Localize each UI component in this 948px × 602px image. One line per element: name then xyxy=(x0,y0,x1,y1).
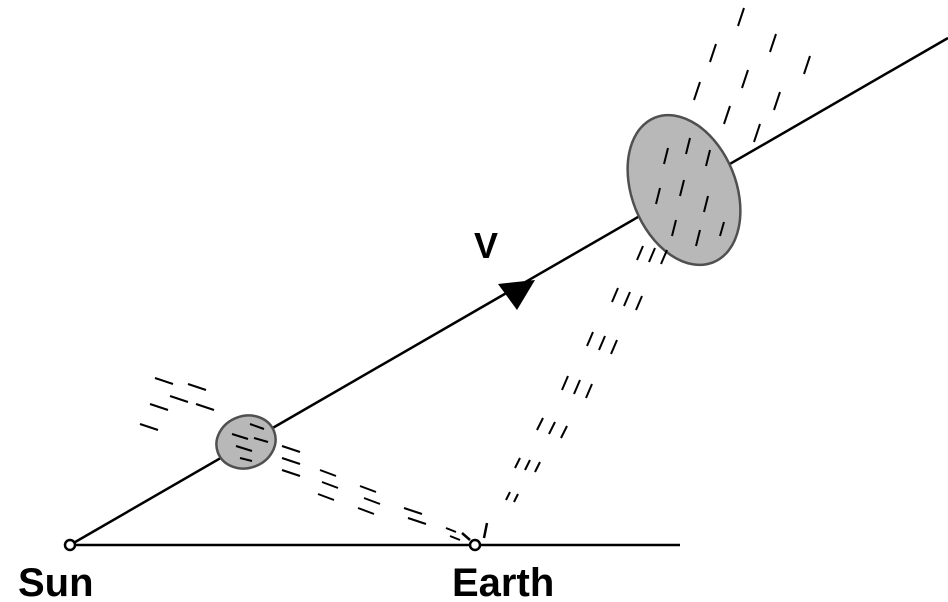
small-cloud-incoming-rays xyxy=(140,378,214,430)
sun-label: Sun xyxy=(18,561,94,602)
earth-label: Earth xyxy=(452,561,554,602)
large-cloud xyxy=(607,98,762,282)
earth-tick xyxy=(462,523,487,540)
small-cloud-to-earth-rays xyxy=(282,446,460,540)
sun-point xyxy=(65,540,75,550)
velocity-label: V xyxy=(474,225,498,266)
large-cloud-outer-rays xyxy=(694,8,810,142)
small-cloud xyxy=(209,407,283,476)
earth-point xyxy=(470,540,480,550)
